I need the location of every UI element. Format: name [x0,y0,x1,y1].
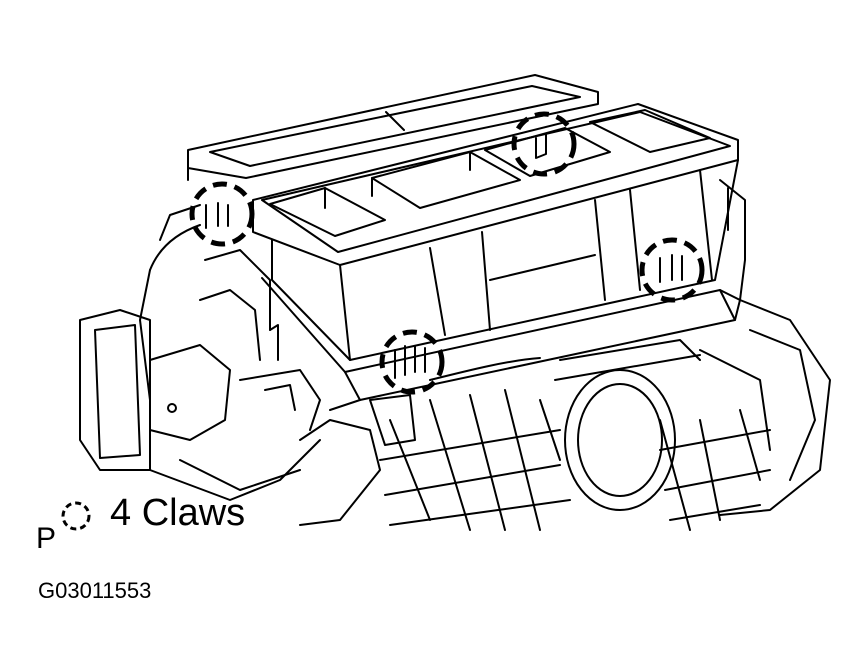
rear-duct-frame [187,74,599,181]
legend-label: 4 Claws [110,492,246,534]
claw-marker-2 [189,181,255,247]
claw-marker-4 [639,237,705,303]
claw-tabs [205,133,683,379]
figure-code: G03011553 [38,578,152,603]
claw-marker-1 [511,111,577,177]
blower-grid [369,339,771,531]
front-duct-box [252,103,739,361]
lower-housing [79,179,831,526]
dashed-circle-icon [61,501,91,531]
legend-prefix: P [36,522,57,555]
claw-marker-3 [379,329,445,395]
